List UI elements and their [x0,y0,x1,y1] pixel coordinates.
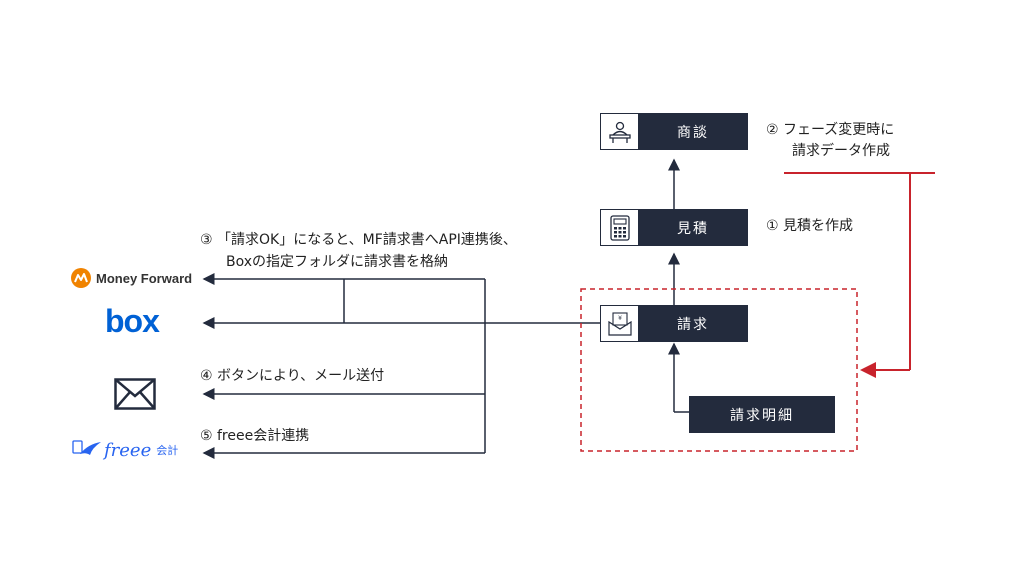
moneyforward-logo: Money Forward [70,267,192,289]
note-step4: ④ ボタンにより、メール送付 [200,368,385,384]
freee-bird-icon [72,440,101,455]
node-mitsumori: 見積 [638,209,748,246]
freee-wordmark: freee [104,439,152,461]
note-step1: ① 見積を作成 [766,218,854,234]
freee-logo: freee 会計 [72,438,178,462]
box-logo: box [105,303,160,339]
meeting-icon [600,113,639,150]
moneyforward-mark-icon [71,268,91,288]
node-meisai: 請求明細 [689,396,835,433]
mail-icon [114,378,156,414]
node-seikyu: 請求 [638,305,748,342]
note-step5: ⑤ freee会計連携 [200,428,310,444]
note-step3-line1: ③ 「請求OK」になると、MF請求書へAPI連携後、 [200,232,517,248]
moneyforward-wordmark: Money Forward [96,270,193,286]
seikyu-group-frame [580,288,858,452]
note-step3-line2: Boxの指定フォルダに請求書を格納 [226,254,449,270]
node-shodan: 商談 [638,113,748,150]
note-step2-line1: ② フェーズ変更時に [766,122,895,138]
calculator-icon [600,209,639,246]
freee-suffix: 会計 [156,444,179,457]
note-step2-line2: 請求データ作成 [792,143,890,159]
invoice-envelope-icon: ¥ [600,305,639,342]
svg-text:¥: ¥ [618,315,622,322]
